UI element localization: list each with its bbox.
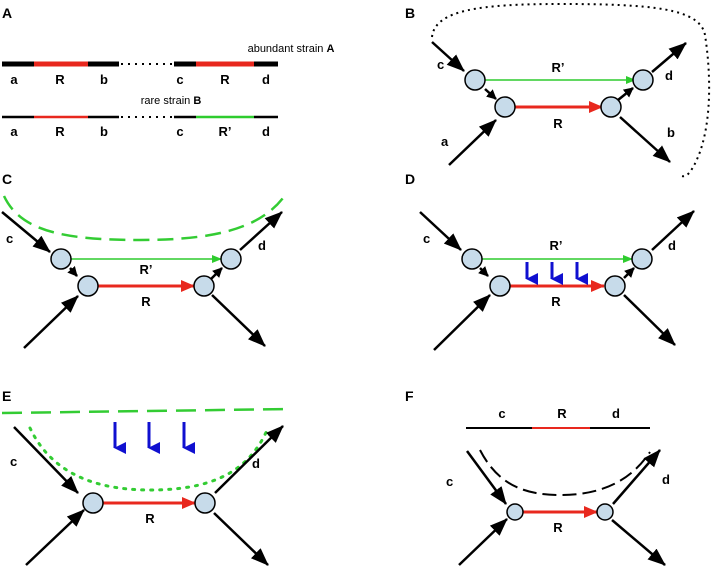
edge-d-out — [651, 210, 695, 251]
strain-a-label-r-right: R — [220, 72, 230, 87]
edge-d-out — [214, 425, 284, 494]
node-r-end — [193, 275, 215, 297]
node-r-start — [506, 503, 524, 521]
edge-a-in — [448, 119, 497, 166]
dashed-green-line — [1, 407, 292, 415]
label-c: c — [423, 231, 430, 246]
edge-out-lower — [611, 519, 666, 566]
strain-a-label-r-left: R — [55, 72, 65, 87]
node-r-start — [77, 275, 99, 297]
strain-b-label-a: a — [10, 124, 18, 139]
label-r: R — [553, 116, 563, 131]
panel-f: F c R d c d R — [405, 388, 670, 566]
label-d: d — [665, 68, 673, 83]
edge-out-lower — [623, 294, 676, 346]
strain-a-title: abundant strain A — [248, 43, 335, 55]
node-d — [220, 248, 242, 270]
edge-c-in — [1, 211, 51, 253]
strain-b-label-d: d — [262, 124, 270, 139]
label-a: a — [441, 134, 449, 149]
label-d: d — [252, 456, 260, 471]
dashed-green-path — [2, 195, 284, 242]
top-label-c: c — [498, 406, 505, 421]
node-c — [461, 248, 483, 270]
edge-out-lower — [211, 294, 266, 347]
edge-c-in — [465, 450, 508, 505]
edge-c-to-r — [484, 88, 497, 100]
panel-label-c: C — [2, 171, 12, 187]
edge-c-to-r — [67, 265, 78, 277]
label-rprime: R’ — [552, 60, 565, 75]
label-c: c — [6, 231, 13, 246]
edge-d-out — [651, 42, 687, 73]
label-rprime: R’ — [550, 238, 563, 253]
label-d: d — [258, 238, 266, 253]
strain-a-label-d: d — [262, 72, 270, 87]
panel-e: E c d R — [1, 388, 292, 566]
label-r: R — [145, 511, 155, 526]
strain-b-label-b: b — [100, 124, 108, 139]
edge-c-to-r — [478, 266, 489, 277]
edge-b-out — [619, 116, 671, 163]
node-r-start — [82, 492, 104, 514]
panel-label-b: B — [405, 5, 415, 21]
label-c: c — [437, 57, 444, 72]
edge-in-lower — [23, 295, 79, 349]
edge-c-in — [431, 41, 465, 72]
strain-b-label-rprime: R’ — [219, 124, 232, 139]
edge-in-lower — [433, 294, 491, 351]
strain-a-label-a: a — [10, 72, 18, 87]
node-r-start — [489, 275, 511, 297]
node-c — [464, 69, 486, 91]
label-d: d — [662, 472, 670, 487]
label-r: R — [551, 294, 561, 309]
node-c — [50, 248, 72, 270]
panel-d: D c d R’ R — [405, 171, 695, 351]
edge-r-to-d — [617, 87, 634, 101]
panel-label-e: E — [2, 388, 11, 404]
node-r-end — [600, 96, 622, 118]
top-label-d: d — [612, 406, 620, 421]
label-d: d — [668, 238, 676, 253]
panel-c: C c d R’ R — [1, 171, 284, 349]
panel-a: A abundant strain A a R b c R d rare str… — [2, 5, 334, 139]
strain-a-label-b: b — [100, 72, 108, 87]
node-r-end — [194, 492, 216, 514]
label-c: c — [446, 474, 453, 489]
edge-r-to-d — [210, 267, 223, 280]
node-r-end — [604, 275, 626, 297]
top-label-r: R — [557, 406, 567, 421]
label-r: R — [553, 520, 563, 535]
label-rprime: R’ — [140, 262, 153, 277]
label-c: c — [10, 454, 17, 469]
strain-b-label-c: c — [176, 124, 183, 139]
edge-c-in — [419, 211, 462, 251]
strain-b-title: rare strain B — [141, 95, 202, 107]
label-b: b — [667, 125, 675, 140]
panel-label-a: A — [2, 5, 12, 21]
strain-a-label-c: c — [176, 72, 183, 87]
edge-in-lower — [458, 518, 508, 566]
edge-d-out — [239, 211, 283, 251]
panel-label-f: F — [405, 388, 414, 404]
node-d — [631, 248, 653, 270]
edge-c-in — [13, 426, 79, 494]
dashed-path — [479, 449, 651, 497]
panel-b: B c d a b R’ R — [405, 2, 711, 178]
edge-r-to-d — [623, 267, 635, 279]
edge-d-out — [612, 449, 661, 505]
label-r: R — [141, 294, 151, 309]
edge-out-lower — [213, 512, 269, 566]
node-r-start — [494, 96, 516, 118]
dotted-loop — [431, 2, 711, 178]
edge-in-lower — [25, 509, 85, 566]
node-d — [632, 69, 654, 91]
strain-b-label-r: R — [55, 124, 65, 139]
node-r-end — [596, 503, 614, 521]
panel-label-d: D — [405, 171, 415, 187]
